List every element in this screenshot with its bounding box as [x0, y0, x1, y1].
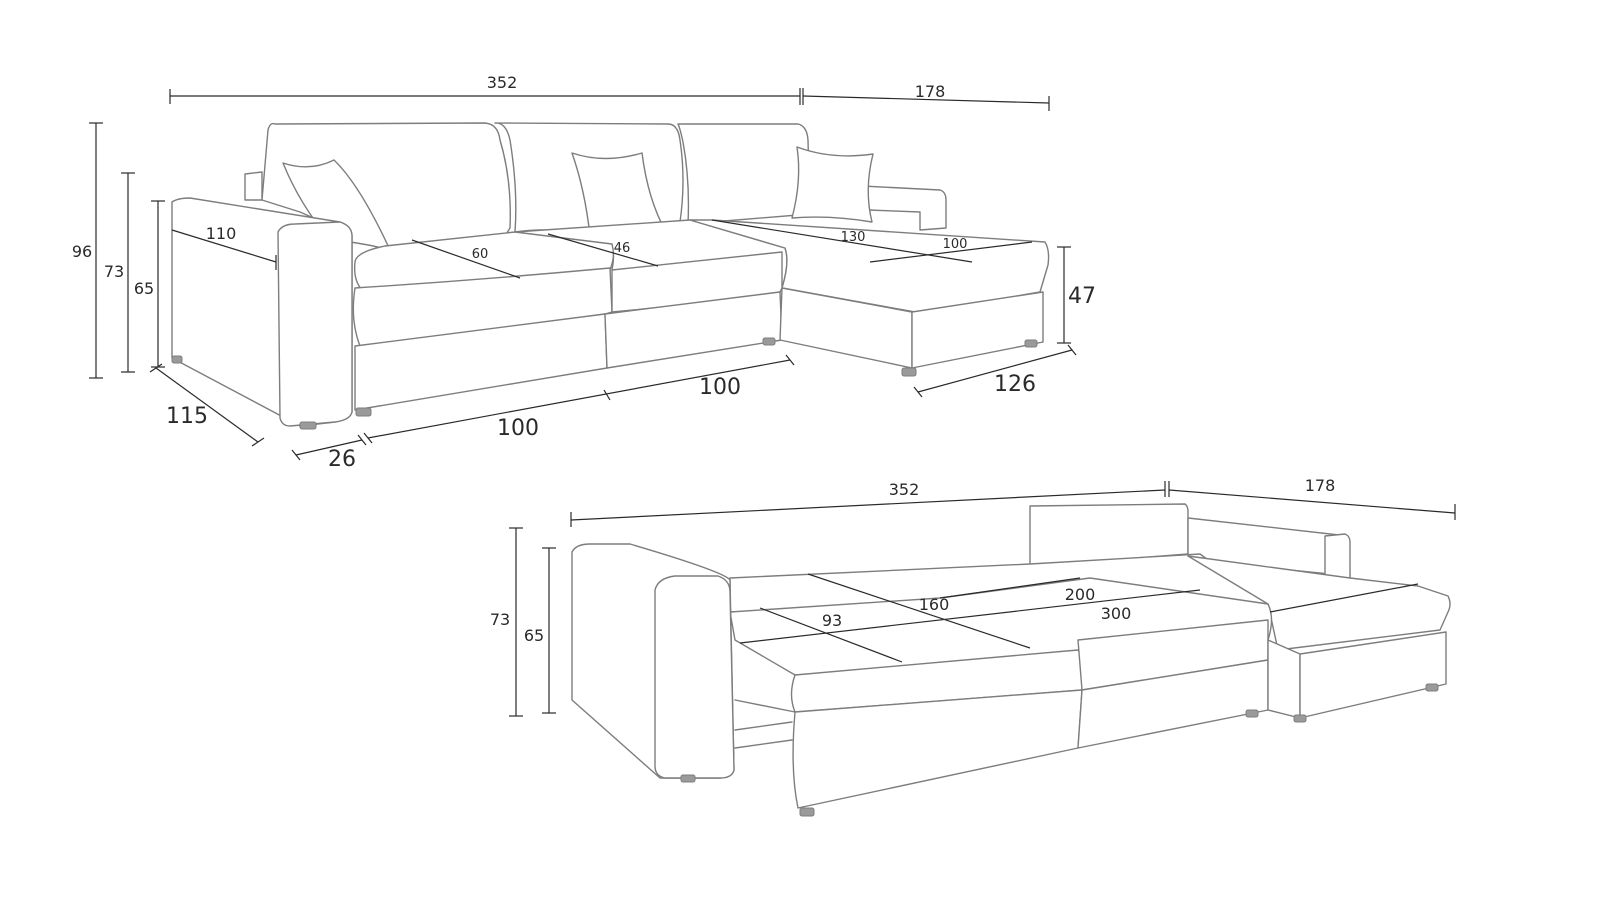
open-height-back-label: 73	[490, 610, 510, 629]
open-dimension-lines	[509, 481, 1456, 717]
open-height-arm-label: 65	[524, 626, 544, 645]
closed-height-total-label: 96	[72, 242, 92, 261]
closed-arm-depth-label: 110	[206, 224, 237, 243]
open-bed-depth-b-label: 160	[919, 595, 950, 614]
closed-chaise-depth-label: 126	[994, 372, 1036, 397]
open-bed-length-a-label: 200	[1065, 585, 1096, 604]
closed-chaise-width-label: 178	[915, 82, 946, 101]
open-bed-depth-a-label: 93	[822, 611, 842, 630]
closed-chaise-seat-length-label: 130	[841, 230, 866, 245]
closed-sofa-drawing	[171, 122, 1050, 430]
open-chaise-width-label: 178	[1305, 476, 1336, 495]
closed-seat-depth-a-label: 60	[472, 247, 489, 262]
closed-arm-width-label: 26	[328, 447, 356, 472]
open-total-width-label: 352	[889, 480, 920, 499]
closed-seat-depth-b-label: 46	[614, 241, 631, 256]
closed-chaise-seat-width-label: 100	[943, 237, 968, 252]
open-sofa-bed-drawing	[571, 503, 1451, 817]
closed-depth-label: 115	[166, 404, 208, 429]
closed-seat-module-2-label: 100	[699, 375, 741, 400]
closed-height-back-label: 73	[104, 262, 124, 281]
open-bed-length-b-label: 300	[1101, 604, 1132, 623]
closed-seat-height-label: 47	[1068, 284, 1096, 309]
closed-total-width-label: 352	[487, 73, 518, 92]
closed-seat-module-1-label: 100	[497, 416, 539, 441]
closed-height-arm-label: 65	[134, 279, 154, 298]
closed-dimension-lines	[89, 88, 1077, 461]
